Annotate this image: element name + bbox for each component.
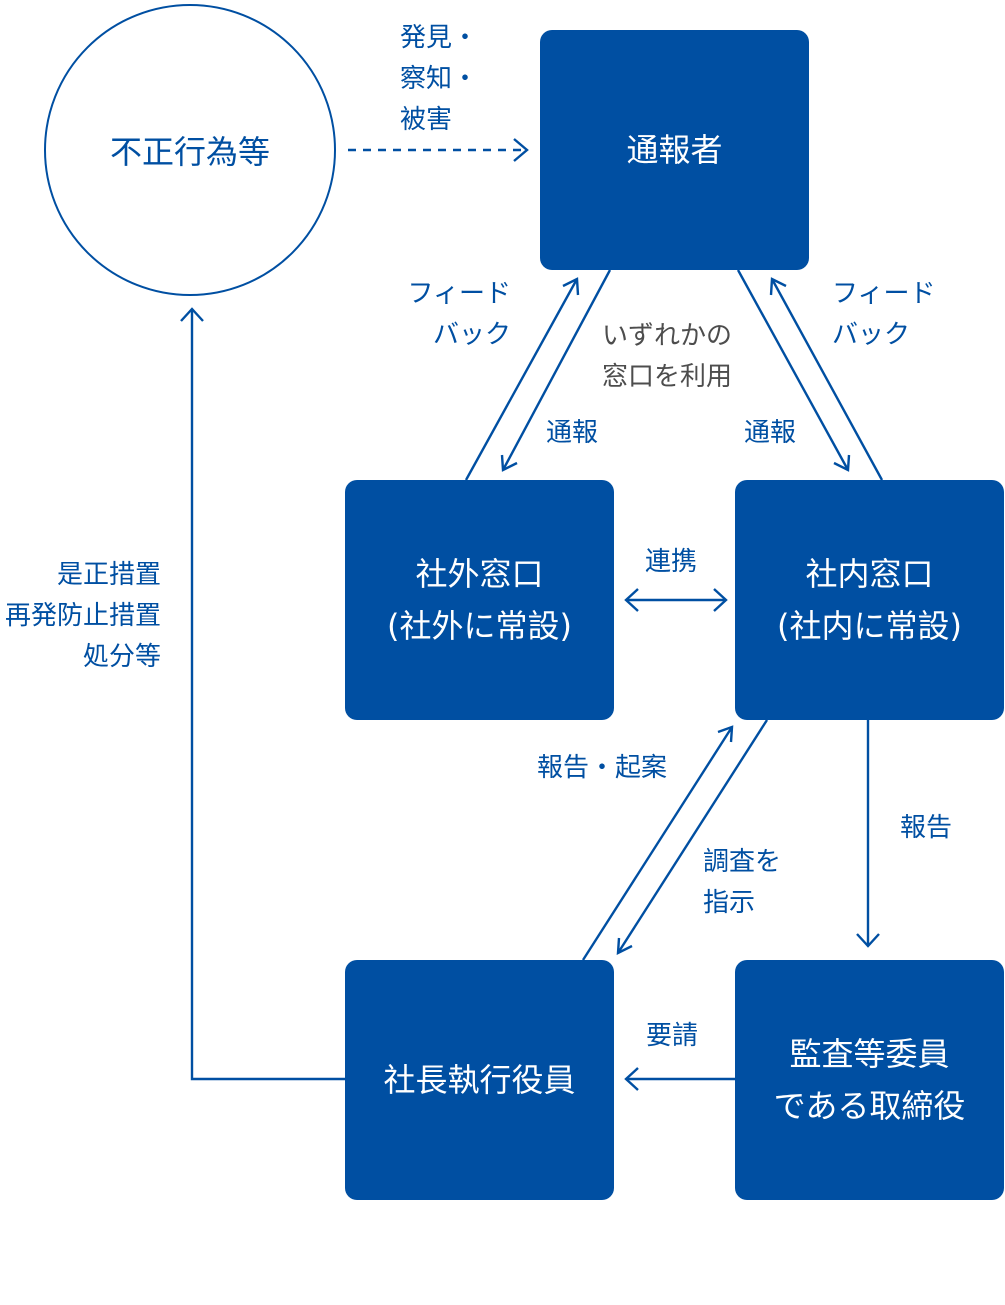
report-audit-label: 報告	[900, 808, 952, 849]
investigate-label: 調査を 指示	[703, 842, 781, 924]
corrective-line: 再発防止措置	[4, 601, 161, 631]
request-label: 要請	[646, 1016, 698, 1057]
internal-desk-label: 社内窓口	[805, 555, 934, 593]
report-proposal-label: 報告・起案	[537, 748, 667, 789]
discovery-label-line: 発見・	[400, 23, 479, 53]
either-desk-line: 窓口を利用	[602, 362, 733, 392]
audit-director-label: 監査等委員	[789, 1035, 950, 1073]
discovery-label-line: 被害	[400, 105, 453, 135]
investigate-line: 調査を	[703, 847, 782, 877]
report-audit-text: 報告	[900, 813, 953, 843]
feedback-right-arrow	[770, 278, 884, 481]
misconduct-node: 不正行為等	[44, 4, 336, 296]
feedback-left-label: フィード バック	[395, 274, 511, 356]
internal-desk-node: 社内窓口 (社内に常設)	[735, 480, 1004, 720]
internal-desk-sublabel: (社内に常設)	[777, 607, 962, 645]
discovery-label: 発見・ 察知・ 被害	[400, 18, 478, 141]
external-desk-sublabel: (社外に常設)	[387, 607, 572, 645]
either-desk-label: いずれかの 窓口を利用	[602, 316, 732, 398]
president-node: 社長執行役員	[345, 960, 614, 1200]
investigate-arrow	[616, 719, 769, 954]
audit-director-sublabel: である取締役	[773, 1087, 966, 1125]
discovery-label-line: 察知・	[400, 64, 479, 94]
corrective-arrow	[190, 309, 345, 1081]
corrective-line: 処分等	[82, 642, 161, 672]
feedback-left-line: フィード	[407, 279, 511, 309]
report-left-arrow	[501, 269, 612, 471]
either-desk-line: いずれかの	[602, 321, 733, 351]
feedback-right-line: フィード	[832, 279, 936, 309]
corrective-label: 是正措置 再発防止措置 処分等	[0, 555, 161, 678]
misconduct-label: 不正行為等	[109, 133, 270, 171]
president-label: 社長執行役員	[383, 1061, 576, 1099]
report-left-text: 通報	[546, 418, 599, 448]
report-proposal-arrow	[581, 726, 734, 961]
feedback-left-arrow	[464, 278, 579, 481]
whistleblower-label: 通報者	[626, 131, 723, 169]
whistleblower-node: 通報者	[540, 30, 809, 270]
report-right-label: 通報	[744, 413, 796, 454]
external-desk-label: 社外窓口	[415, 555, 544, 593]
cooperation-label: 連携	[645, 542, 697, 583]
report-right-arrow	[736, 269, 850, 471]
audit-director-node: 監査等委員 である取締役	[735, 960, 1004, 1200]
feedback-left-line: バック	[432, 320, 511, 350]
report-proposal-text: 報告・起案	[537, 753, 668, 783]
cooperation-text: 連携	[645, 547, 698, 577]
investigate-line: 指示	[703, 888, 756, 918]
external-desk-node: 社外窓口 (社外に常設)	[345, 480, 614, 720]
report-right-text: 通報	[744, 418, 797, 448]
feedback-right-line: バック	[832, 320, 911, 350]
corrective-line: 是正措置	[56, 560, 161, 590]
request-text: 要請	[646, 1021, 699, 1051]
feedback-right-label: フィード バック	[832, 274, 935, 356]
report-left-label: 通報	[546, 413, 598, 454]
